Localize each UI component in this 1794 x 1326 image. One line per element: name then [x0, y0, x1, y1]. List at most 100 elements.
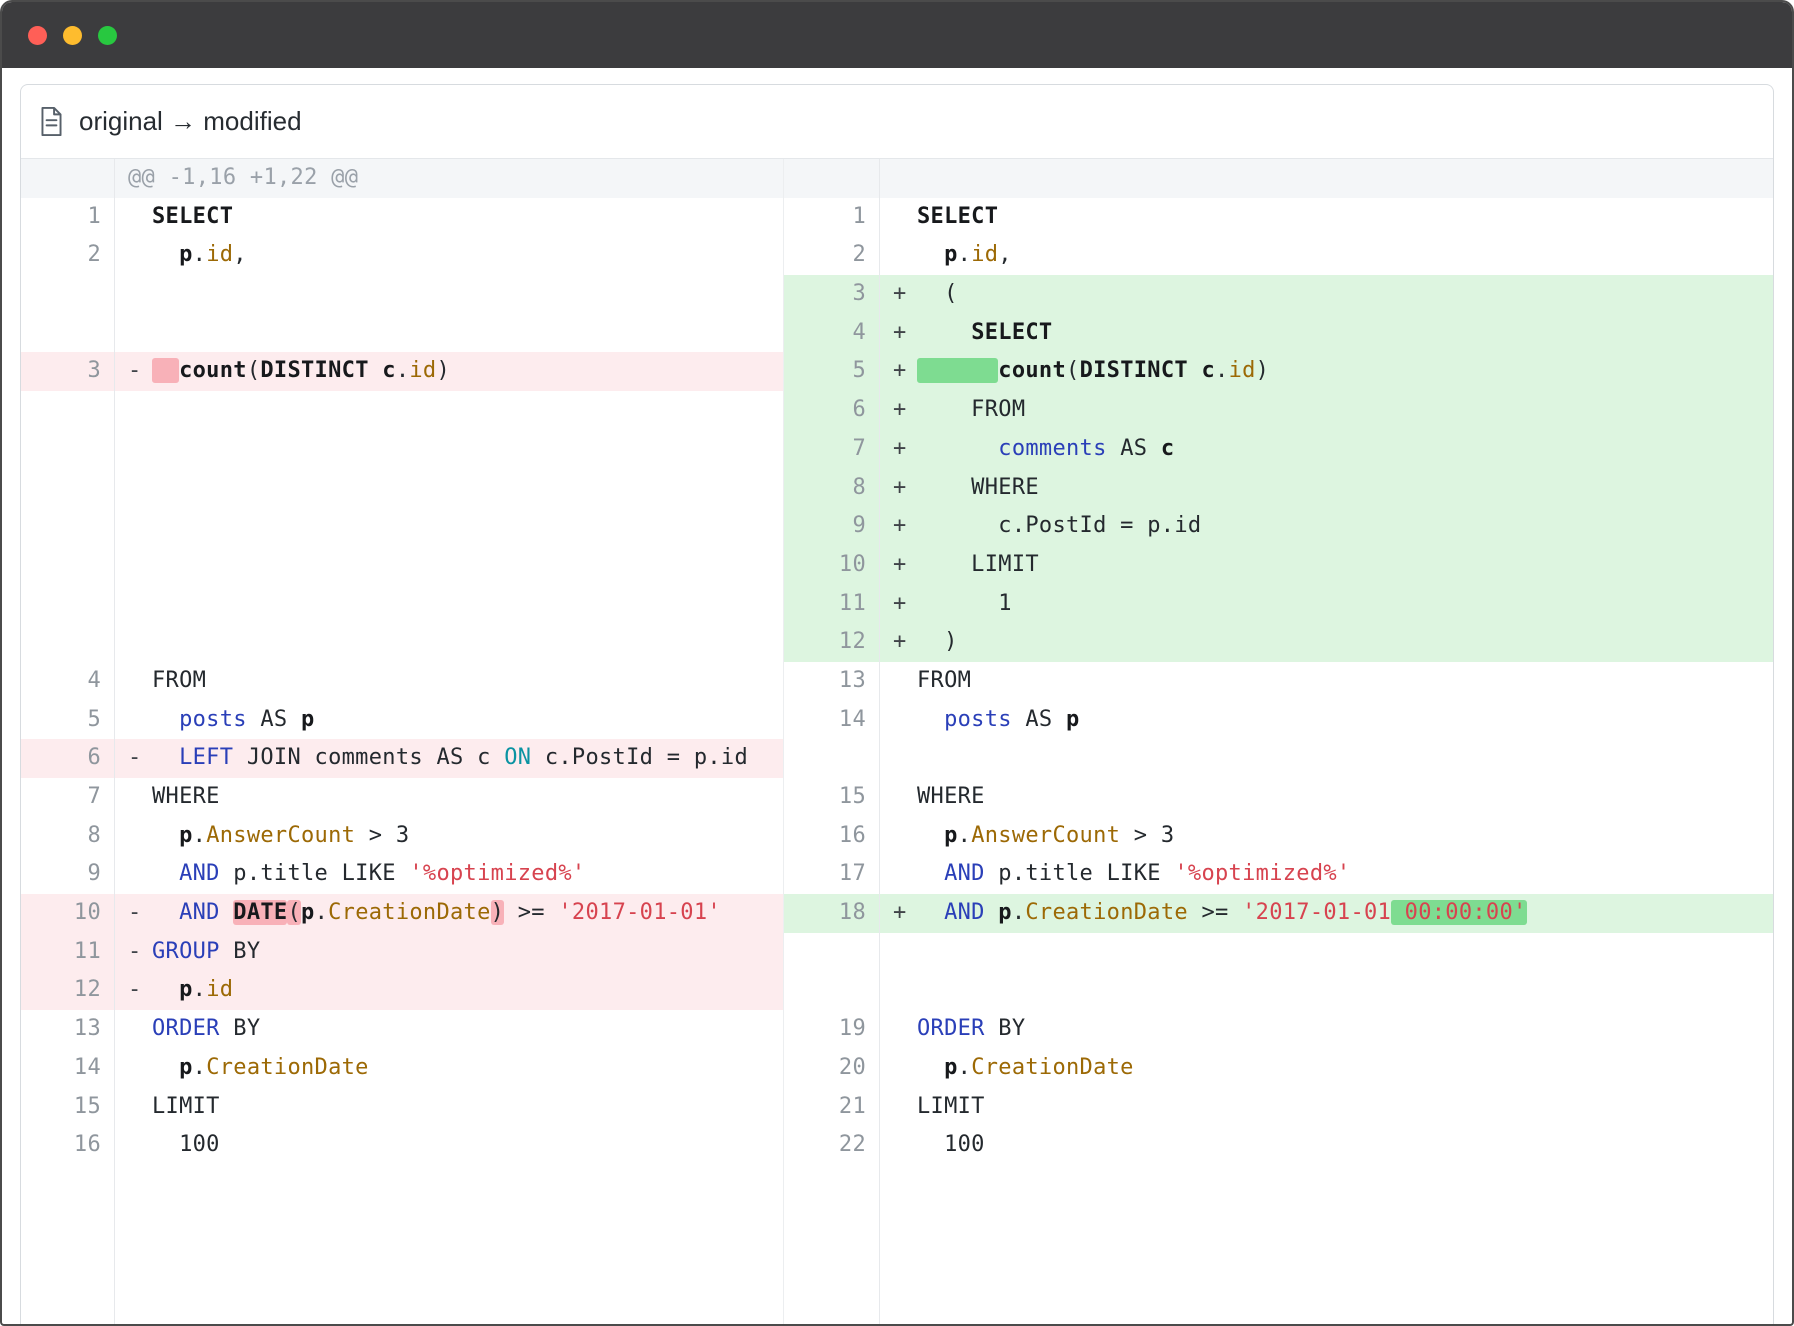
line-number — [21, 314, 115, 353]
code-line-added[interactable]: + WHERE — [880, 469, 1773, 508]
code-token: ( — [917, 281, 958, 306]
code-token: >= — [1188, 900, 1242, 925]
diff-marker: + — [880, 352, 917, 391]
zoom-button[interactable] — [98, 26, 117, 45]
code-token: p.title LIKE — [985, 861, 1175, 886]
code-line[interactable]: AND p.title LIKE '%optimized%' — [115, 855, 783, 894]
close-button[interactable] — [28, 26, 47, 45]
code-token: c.PostId = p.id — [917, 513, 1201, 538]
code-line-added[interactable]: + c.PostId = p.id — [880, 507, 1773, 546]
code-line[interactable]: ORDER BY — [115, 1010, 783, 1049]
diff-marker: + — [880, 546, 917, 585]
code-line[interactable]: posts AS p — [115, 701, 783, 740]
code-line-removed[interactable]: - AND DATE(p.CreationDate) >= '2017-01-0… — [115, 894, 783, 933]
diff-row: 3+ ( — [21, 275, 1773, 314]
code-token: '%optimized%' — [409, 861, 585, 886]
code-token: p — [179, 977, 193, 1002]
code-line-added[interactable]: + FROM — [880, 391, 1773, 430]
code-line[interactable]: WHERE — [115, 778, 783, 817]
code-token: CreationDate — [206, 1055, 369, 1080]
code-token: comments — [998, 436, 1106, 461]
code-token: CreationDate — [1025, 900, 1188, 925]
diff-row: 10- AND DATE(p.CreationDate) >= '2017-01… — [21, 894, 1773, 933]
diff-marker: + — [880, 391, 917, 430]
line-number — [21, 275, 115, 314]
code-line[interactable]: AND p.title LIKE '%optimized%' — [880, 855, 1773, 894]
code-line[interactable]: posts AS p — [880, 701, 1773, 740]
line-number: 8 — [783, 469, 880, 508]
hunk-header[interactable] — [880, 159, 1773, 198]
code-line-added[interactable]: + ( — [880, 275, 1773, 314]
code-line[interactable]: p.AnswerCount > 3 — [115, 817, 783, 856]
code-line[interactable]: p.id, — [880, 236, 1773, 275]
code-line-removed[interactable]: -GROUP BY — [115, 933, 783, 972]
code-token: c — [382, 358, 396, 383]
code-token: . — [193, 977, 207, 1002]
code-line-added[interactable]: + ) — [880, 623, 1773, 662]
code-line[interactable]: p.id, — [115, 236, 783, 275]
line-number: 7 — [783, 430, 880, 469]
code-line[interactable]: LIMIT — [880, 1088, 1773, 1127]
code-line-added[interactable]: + 1 — [880, 585, 1773, 624]
code-token: AND — [944, 900, 985, 925]
code-line[interactable]: SELECT — [880, 198, 1773, 237]
line-number — [21, 585, 115, 624]
code-token: id — [206, 977, 233, 1002]
code-token: c.PostId = p.id — [531, 745, 748, 770]
code-token: ( — [1066, 358, 1080, 383]
code-token — [1188, 358, 1202, 383]
code-token: @@ -1,16 +1,22 @@ — [128, 165, 358, 190]
code-line[interactable]: LIMIT — [115, 1088, 783, 1127]
diff-filler — [21, 1165, 1773, 1324]
code-line-added[interactable]: + comments AS c — [880, 430, 1773, 469]
code-line-removed[interactable]: - count(DISTINCT c.id) — [115, 352, 783, 391]
code-line[interactable]: SELECT — [115, 198, 783, 237]
code-line-added[interactable]: + AND p.CreationDate >= '2017-01-01 00:0… — [880, 894, 1773, 933]
code-token — [917, 707, 944, 732]
code-token — [369, 358, 383, 383]
diff-row: 11-GROUP BY — [21, 933, 1773, 972]
line-number — [21, 159, 115, 198]
code-line[interactable]: p.AnswerCount > 3 — [880, 817, 1773, 856]
line-number — [783, 933, 880, 972]
code-line-added[interactable]: + SELECT — [880, 314, 1773, 353]
line-number: 13 — [783, 662, 880, 701]
code-token: FROM — [917, 397, 1025, 422]
minimize-button[interactable] — [63, 26, 82, 45]
code-token: p — [1066, 707, 1080, 732]
hunk-header[interactable]: @@ -1,16 +1,22 @@ — [115, 159, 783, 198]
diff-view: @@ -1,16 +1,22 @@1SELECT1SELECT2 p.id,2 … — [21, 159, 1773, 1324]
code-line[interactable]: WHERE — [880, 778, 1773, 817]
diff-row: 4FROM13FROM — [21, 662, 1773, 701]
code-token: . — [1215, 358, 1229, 383]
code-line[interactable]: 100 — [115, 1126, 783, 1165]
code-line[interactable]: FROM — [880, 662, 1773, 701]
code-line[interactable]: 100 — [880, 1126, 1773, 1165]
code-line-removed[interactable]: - LEFT JOIN comments AS c ON c.PostId = … — [115, 739, 783, 778]
code-token — [917, 242, 944, 267]
code-token: '%optimized%' — [1174, 861, 1350, 886]
code-line-added[interactable]: + LIMIT — [880, 546, 1773, 585]
code-line[interactable]: p.CreationDate — [115, 1049, 783, 1088]
code-token: >= — [504, 900, 558, 925]
diff-card-header: original → modified — [21, 85, 1773, 159]
line-number: 22 — [783, 1126, 880, 1165]
code-line-added[interactable]: + count(DISTINCT c.id) — [880, 352, 1773, 391]
line-number — [783, 971, 880, 1010]
code-line[interactable]: ORDER BY — [880, 1010, 1773, 1049]
code-line[interactable]: FROM — [115, 662, 783, 701]
diff-marker: - — [115, 352, 152, 391]
code-token — [152, 823, 179, 848]
line-number: 15 — [783, 778, 880, 817]
code-token: 100 — [917, 1132, 985, 1157]
code-line-removed[interactable]: - p.id — [115, 971, 783, 1010]
line-number: 6 — [783, 391, 880, 430]
diff-row: 1SELECT1SELECT — [21, 198, 1773, 237]
code-token: ON — [504, 745, 531, 770]
code-token: AnswerCount — [206, 823, 355, 848]
code-token: BY — [220, 1016, 261, 1041]
code-token — [985, 900, 999, 925]
code-token: > 3 — [1120, 823, 1174, 848]
code-line[interactable]: p.CreationDate — [880, 1049, 1773, 1088]
diff-title: original → modified — [79, 106, 302, 137]
